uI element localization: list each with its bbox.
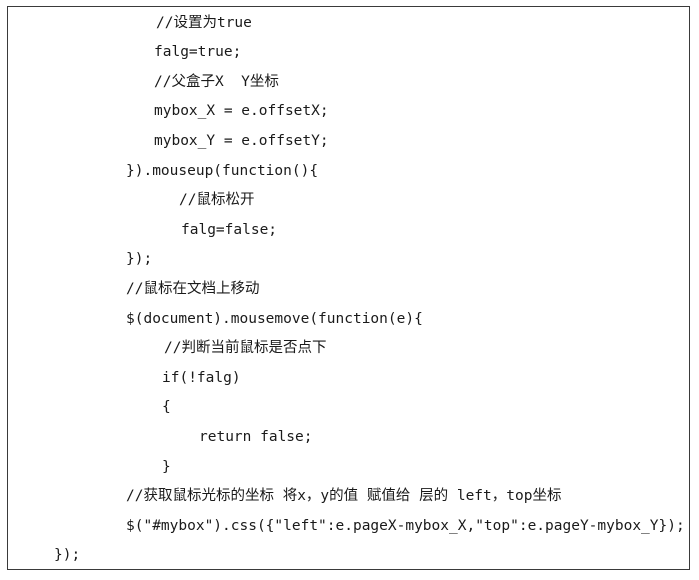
code-line-comment-set-true: //设置为true — [156, 15, 252, 31]
code-line-comment-mousemove: //鼠标在文档上移动 — [126, 281, 260, 297]
code-line-close-mouseup: }); — [126, 251, 153, 267]
code-line-mousemove: $(document).mousemove(function(e){ — [126, 311, 423, 327]
code-line-falg-false: falg=false; — [181, 222, 278, 238]
code-line-mybox-x: mybox_X = e.offsetX; — [154, 103, 329, 119]
code-line-comment-get-coords: //获取鼠标光标的坐标 将x，y的值 赋值给 层的 left，top坐标 — [126, 488, 562, 504]
code-line-mybox-y: mybox_Y = e.offsetY; — [154, 133, 329, 149]
code-line-comment-parent-xy: //父盒子X Y坐标 — [154, 74, 279, 90]
code-line-mouseup: }).mouseup(function(){ — [126, 163, 319, 179]
code-line-falg-true: falg=true; — [154, 44, 242, 60]
code-line-comment-check-pressed: //判断当前鼠标是否点下 — [164, 340, 327, 356]
code-line-close-outer: }); — [54, 547, 81, 563]
code-block-frame: //设置为true falg=true; //父盒子X Y坐标 mybox_X … — [7, 6, 690, 570]
code-line-close-brace: } — [162, 459, 171, 475]
code-line-css-position: $("#mybox").css({"left":e.pageX-mybox_X,… — [126, 518, 685, 534]
code-line-return-false: return false; — [199, 429, 313, 445]
code-line-comment-mouse-release: //鼠标松开 — [179, 192, 255, 208]
code-line-if-not-falg: if(!falg) — [162, 370, 241, 386]
code-line-open-brace: { — [162, 399, 171, 415]
